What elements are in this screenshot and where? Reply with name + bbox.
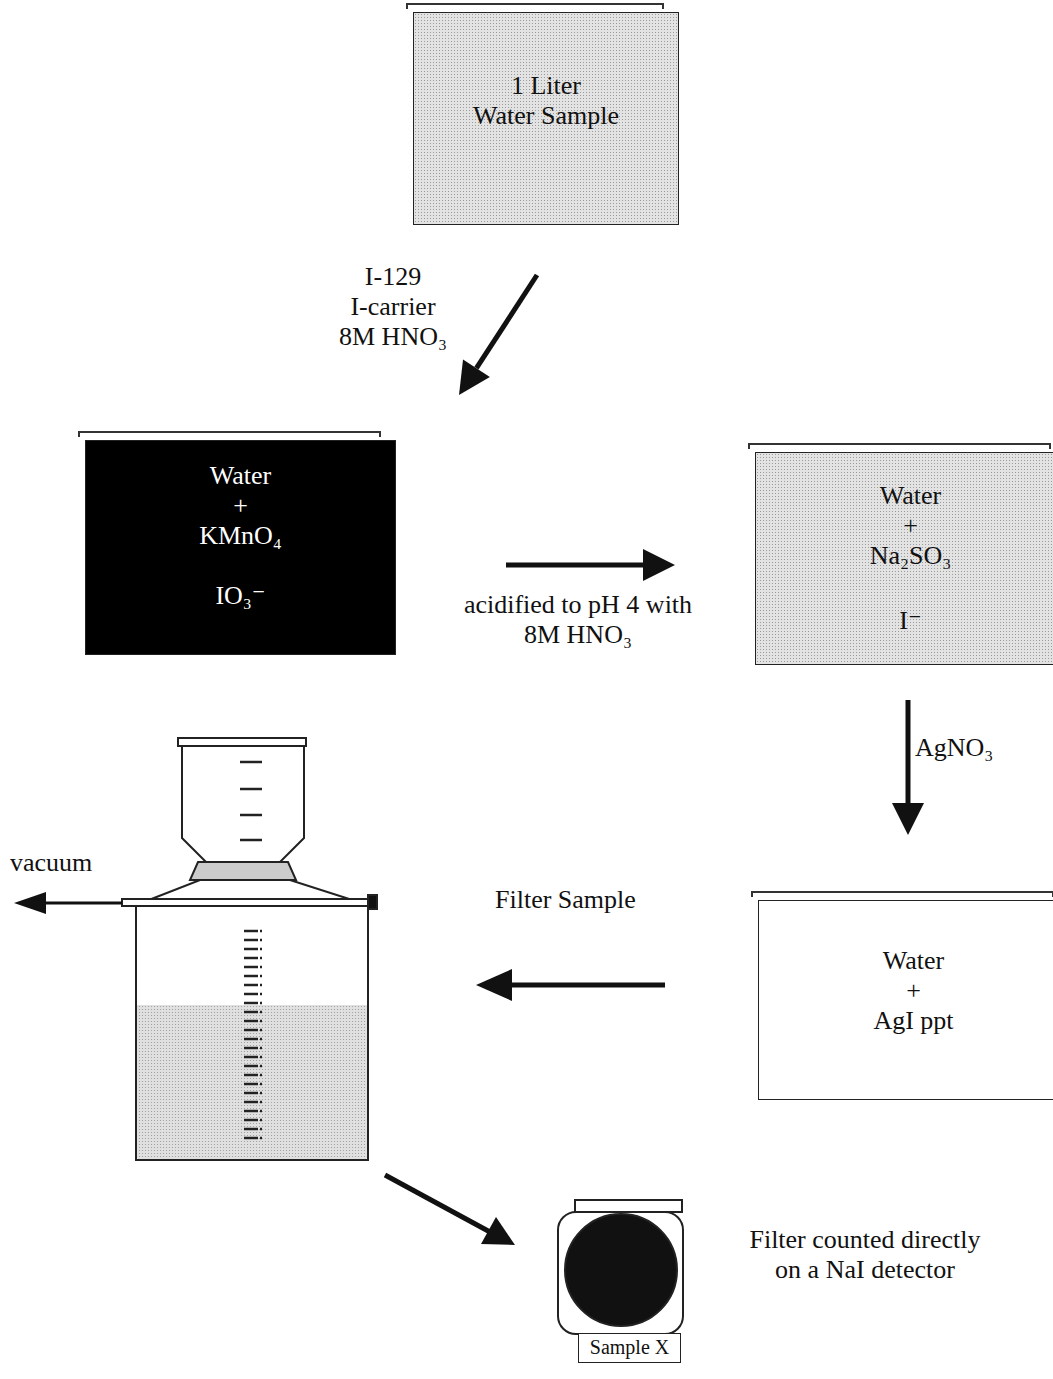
- vacuum-label: vacuum: [10, 848, 92, 878]
- box-text: Water + KMnO₄: [86, 461, 395, 551]
- arrow-head: [459, 359, 490, 395]
- box-lid: [751, 891, 1053, 897]
- edge-label: acidified to pH 4 with 8M HNO₃: [464, 590, 692, 650]
- vacuum-flask: [122, 738, 377, 1160]
- box-text: 1 Liter Water Sample: [414, 71, 678, 131]
- filter-holder: [558, 1200, 683, 1334]
- connector-line: [906, 700, 911, 803]
- box-text: Sample X: [579, 1336, 680, 1359]
- vacuum-arrow: [14, 892, 122, 914]
- oxidation-container: Water + KMnO₄ IO₃⁻: [85, 440, 396, 655]
- arrow-head: [643, 549, 675, 581]
- connector: [459, 275, 537, 395]
- edge-label: I-129 I-carrier 8M HNO₃: [339, 262, 447, 352]
- sample-arrow: [385, 1175, 515, 1245]
- box-text: Water + AgI ppt: [759, 946, 1053, 1036]
- precipitate-container: Water + AgI ppt: [758, 900, 1053, 1100]
- connector: [892, 700, 924, 835]
- reduction-container: Water + Na₂SO₃ I⁻: [755, 452, 1053, 665]
- connector: [506, 549, 675, 581]
- edge-label: AgNO₃: [915, 733, 993, 763]
- box-lid: [78, 431, 381, 437]
- box-text: IO₃⁻: [86, 581, 395, 611]
- step-label: Filter Sample: [495, 885, 636, 915]
- connector-line: [476, 275, 537, 368]
- box-lid: [748, 443, 1051, 449]
- filter-arrow: [476, 969, 665, 1001]
- box-text: I⁻: [756, 606, 1053, 636]
- box-lid: [406, 3, 664, 9]
- sample-label-box: Sample X: [578, 1333, 681, 1363]
- sample-container: 1 Liter Water Sample: [413, 12, 679, 225]
- box-text: Water + Na₂SO₃: [756, 481, 1053, 571]
- arrow-head: [892, 803, 924, 835]
- note-text: Filter counted directly on a NaI detecto…: [749, 1225, 980, 1285]
- connector-line: [506, 563, 643, 568]
